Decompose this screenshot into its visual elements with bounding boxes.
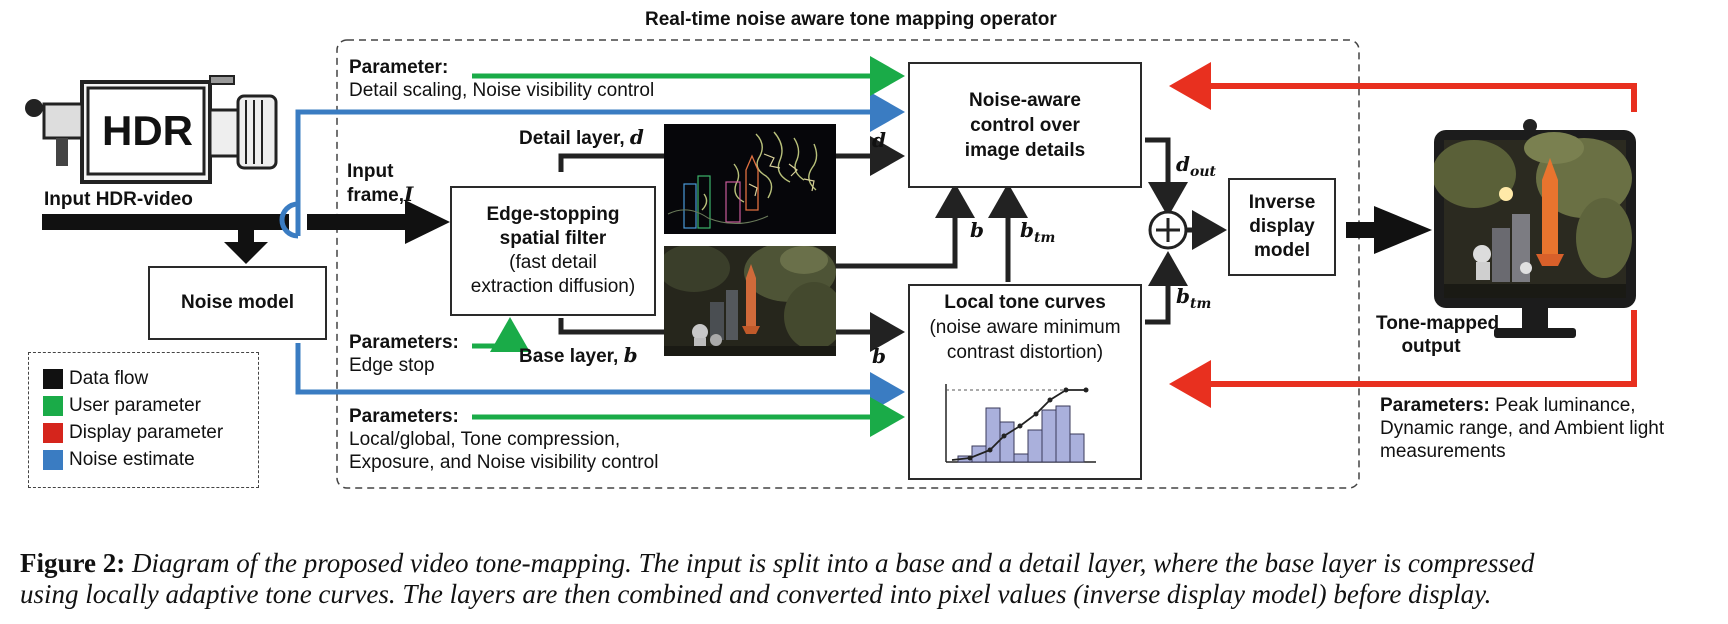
local-tone-curves-box: Local tone curves (noise aware minimum c…	[908, 284, 1142, 480]
detail-flow-left	[558, 153, 665, 172]
noise-aware-control-box: Noise-aware control over image details	[908, 62, 1142, 188]
noise-estimate-bottom	[295, 343, 905, 412]
tone-curve-histogram-icon	[945, 384, 1096, 463]
legend-item-noise-estimate: Noise estimate	[43, 446, 258, 473]
base-layer-label: Base layer, b	[519, 343, 638, 368]
inverse-display-model-box: Inverse display model	[1228, 178, 1336, 276]
input-flow-arrowhead	[405, 200, 450, 244]
symbol-b-control: b	[970, 218, 984, 242]
display-param-top	[1169, 62, 1637, 112]
figure-caption: Figure 2: Diagram of the proposed video …	[20, 548, 1720, 610]
output-flow-arrowhead	[1374, 206, 1432, 254]
btm-to-sum	[1145, 251, 1188, 325]
params-display: Parameters: Peak luminance,Dynamic range…	[1380, 395, 1665, 462]
symbol-b-tm-up: btm	[1020, 218, 1056, 246]
noise-estimate-bridge	[279, 201, 299, 239]
diagram-title: Real-time noise aware tone mapping opera…	[645, 9, 1057, 30]
output-flow-bar	[1346, 222, 1376, 238]
symbol-d-out: dout	[1176, 152, 1216, 180]
noise-model-label: Noise model	[181, 292, 294, 313]
base-to-control	[836, 183, 975, 269]
legend-item-data-flow: Data flow	[43, 365, 258, 392]
legend-item-user-parameter: User parameter	[43, 392, 258, 419]
base-flow-left	[558, 318, 665, 335]
symbol-b-base: b	[872, 344, 886, 368]
edge-stopping-filter-box: Edge-stopping spatial filter (fast detai…	[450, 186, 656, 316]
detail-layer-label: Detail layer, d	[519, 125, 644, 150]
caption-line-2: using locally adaptive tone curves. The …	[20, 579, 1492, 609]
params-bottom: Parameters:Local/global, Tone compressio…	[349, 406, 659, 473]
detail-layer-image	[664, 124, 836, 234]
caption-line-1: Diagram of the proposed video tone-mappi…	[125, 548, 1535, 578]
input-flow-bar-2	[307, 214, 407, 230]
input-video-label: Input HDR-video	[44, 189, 193, 210]
params-edge: Parameters:Edge stop	[349, 332, 459, 376]
operator-frame	[336, 39, 1360, 489]
noise-model-box: Noise model	[148, 266, 327, 340]
noise-flow-stem	[238, 230, 254, 244]
video-camera-icon	[25, 75, 278, 184]
camera-label: HDR	[102, 107, 193, 154]
legend: Data flow User parameter Display paramet…	[28, 352, 259, 488]
base-layer-image	[664, 246, 836, 356]
symbol-d: d	[872, 128, 886, 152]
dout-to-sum	[1145, 137, 1188, 217]
caption-label: Figure 2:	[20, 548, 126, 578]
noise-estimate-top	[295, 92, 905, 236]
user-param-edge	[472, 317, 530, 352]
noise-flow-arrowhead	[224, 242, 268, 264]
legend-item-display-parameter: Display parameter	[43, 419, 258, 446]
symbol-b-tm-sum: btm	[1176, 284, 1212, 312]
input-flow-bar	[42, 214, 289, 230]
params-top: Parameter:Detail scaling, Noise visibili…	[349, 57, 655, 101]
display-monitor-icon	[1434, 119, 1636, 338]
display-param-bottom	[1169, 310, 1637, 408]
